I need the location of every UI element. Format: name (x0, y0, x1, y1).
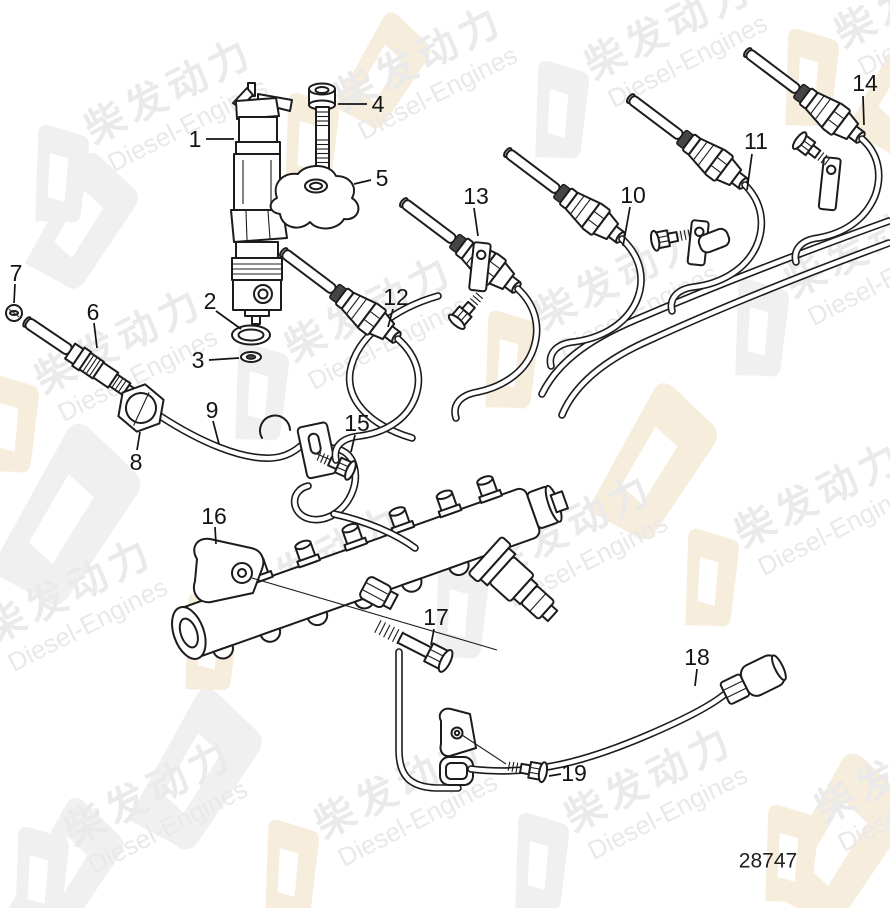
rail-pressure-sensor (468, 536, 559, 623)
callout-17: 17 (423, 604, 449, 630)
leader-11 (746, 153, 753, 191)
callout-6: 6 (87, 299, 100, 325)
leader-10 (622, 206, 631, 247)
part-injection-pipe-12 (271, 237, 423, 464)
rail-port-nut (359, 576, 399, 611)
callout-13: 13 (463, 183, 489, 209)
leader-7 (13, 283, 16, 304)
leader-14 (862, 95, 865, 126)
part-injection-pipe-11 (618, 83, 766, 315)
long-fuel-pipes (538, 217, 890, 419)
part-connector-pipe (22, 316, 139, 400)
callout-3: 3 (192, 347, 205, 373)
part-clamp-bracket-15 (259, 414, 359, 483)
part-injection-pipe-10 (495, 137, 645, 370)
part-fuel-injector (230, 82, 293, 332)
callout-5: 5 (376, 165, 389, 191)
fuel-pipe-loop (345, 292, 442, 442)
part-sealing-washer (240, 351, 262, 363)
callout-8: 8 (130, 449, 143, 475)
leader-5 (353, 179, 372, 185)
part-protective-cap (5, 304, 23, 322)
leader-17 (430, 628, 435, 646)
leader-2 (215, 310, 242, 330)
part-pipe-bracket-19 (438, 707, 507, 786)
leader-12 (387, 308, 394, 328)
callout-14: 14 (852, 70, 878, 96)
callout-10: 10 (620, 182, 646, 208)
pipe-bracket (789, 129, 842, 212)
callout-2: 2 (204, 288, 217, 314)
callout-1: 1 (189, 126, 202, 152)
callout-15: 15 (344, 410, 370, 436)
leader-13 (473, 207, 479, 237)
callout-7: 7 (10, 260, 23, 286)
part-oring (231, 324, 271, 346)
diagram-linework (5, 37, 890, 792)
part-fuel-rail (171, 475, 569, 660)
part-injection-pipe-14 (735, 37, 883, 266)
leader-18 (694, 668, 698, 687)
leader-16 (214, 526, 217, 545)
leader-6 (93, 322, 98, 349)
part-fuel-pipe-9 (156, 412, 419, 552)
callout-12: 12 (383, 284, 409, 310)
leader-3 (208, 357, 240, 361)
pipe-bracket (445, 241, 492, 333)
part-injector-yoke (269, 165, 360, 230)
callout-leader-lines (13, 95, 865, 777)
leader-19 (548, 773, 562, 777)
callout-labels: 1 2 3 4 5 6 7 8 9 10 11 12 13 14 15 16 1… (10, 70, 878, 786)
callout-9: 9 (206, 397, 219, 423)
part-return-pipe-18 (467, 654, 787, 775)
leader-15 (350, 434, 356, 453)
leader-9 (212, 420, 220, 445)
part-union-nut (117, 383, 165, 433)
pipe-bracket (648, 219, 731, 267)
callout-11: 11 (744, 128, 768, 154)
drawing-number: 28747 (739, 850, 797, 873)
part-return-down-pipe (395, 648, 462, 792)
callout-4: 4 (372, 91, 385, 117)
callout-18: 18 (684, 644, 710, 670)
rail-mount-boss (193, 537, 265, 604)
leader-8 (136, 431, 141, 451)
callout-19: 19 (561, 760, 587, 786)
callout-16: 16 (201, 503, 227, 529)
alignment-line-16-17 (251, 577, 498, 651)
part-bolt-17 (374, 619, 454, 673)
part-injection-pipe-13 (391, 187, 541, 422)
